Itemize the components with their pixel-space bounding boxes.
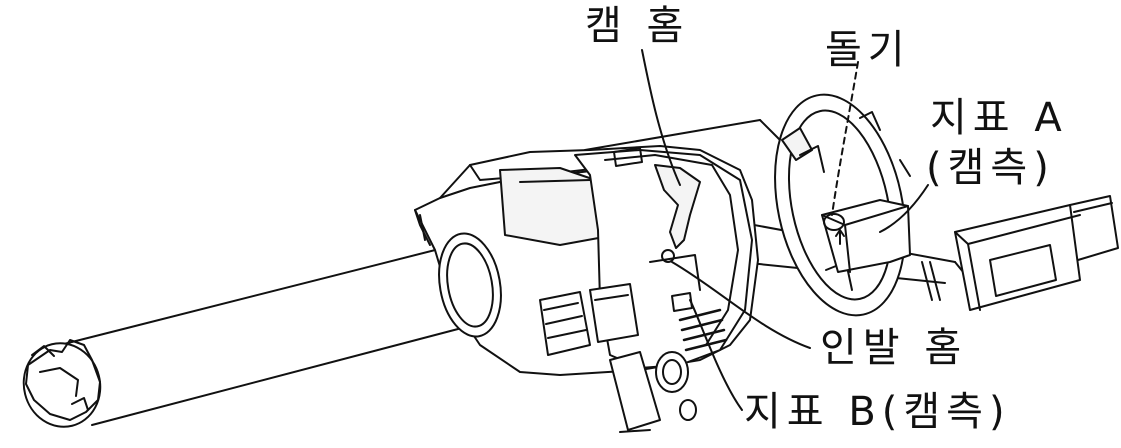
bottom-fitting (609, 351, 697, 433)
vent-slots (678, 308, 728, 352)
connector-box (921, 195, 1119, 311)
leader-pull-groove (671, 261, 811, 349)
latch-panel (539, 283, 639, 356)
leader-index-a (879, 184, 929, 233)
leader-protrusion (831, 61, 859, 216)
leader-lines (641, 49, 929, 411)
label-index-a: 지표 A (930, 95, 1068, 141)
label-pull-groove: 인발 홈 (820, 325, 968, 371)
leader-index-b (689, 299, 743, 411)
lower-tube (22, 244, 501, 428)
label-index-a-side: (캠측) (926, 145, 1055, 191)
label-cam-groove: 캠 홈 (585, 3, 690, 49)
label-index-b: 지표 B(캠측) (744, 389, 1011, 435)
label-protrusion: 돌기 (825, 27, 911, 73)
leader-cam-groove (641, 49, 681, 186)
index-a-block (821, 199, 911, 273)
